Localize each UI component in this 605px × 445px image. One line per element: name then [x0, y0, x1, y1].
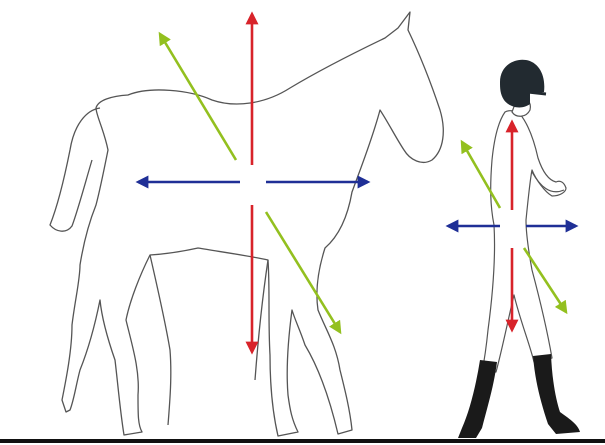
helmet-icon	[500, 60, 546, 108]
boots-icon	[458, 354, 580, 438]
rider-icon	[482, 96, 566, 372]
horse-icon	[50, 12, 443, 436]
